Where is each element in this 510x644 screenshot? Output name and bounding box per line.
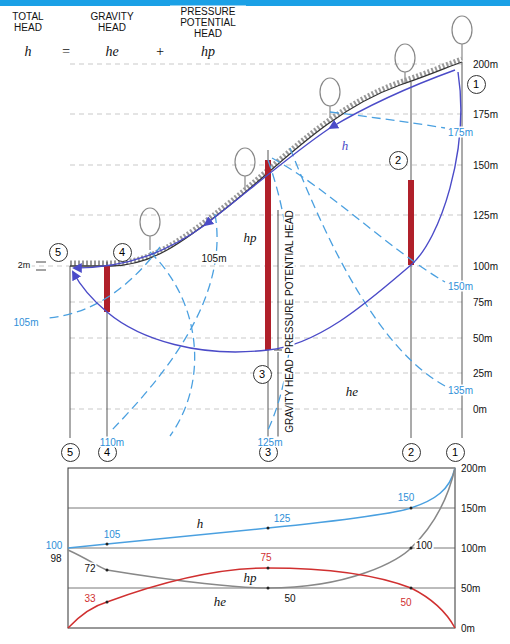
value-label: 100 bbox=[45, 540, 64, 551]
elevation-label: 0m bbox=[472, 404, 488, 415]
value-label: 125 bbox=[273, 513, 292, 524]
elevation-label: 75m bbox=[472, 297, 493, 308]
equipotential-label: 175m bbox=[447, 127, 474, 138]
heading: PRESSURE POTENTIAL HEAD bbox=[170, 6, 246, 39]
callout-circle: 2 bbox=[389, 151, 408, 170]
equipotential-label: 150m bbox=[447, 281, 474, 292]
equipotential-lines bbox=[48, 112, 445, 436]
dimension: 2m bbox=[17, 261, 32, 271]
symbol: he bbox=[104, 44, 119, 59]
callout-number: 4 bbox=[104, 447, 110, 458]
value-label: 75 bbox=[259, 552, 272, 563]
heading: GRAVITY HEAD bbox=[81, 11, 143, 33]
heading: TOTAL HEAD bbox=[5, 11, 51, 33]
callout-circle: 4 bbox=[113, 243, 132, 262]
axis-label: 50m bbox=[460, 583, 481, 594]
callout-number: 2 bbox=[395, 155, 401, 166]
elevation-grid bbox=[30, 64, 462, 409]
symbol: hp bbox=[243, 231, 258, 245]
callout-number: 1 bbox=[452, 447, 458, 458]
elevation-label: 25m bbox=[472, 368, 493, 379]
symbol: he bbox=[213, 595, 227, 609]
callout-number: 5 bbox=[67, 447, 73, 458]
callout-circle: 2 bbox=[402, 443, 421, 462]
equipotential-label: 110m bbox=[99, 437, 125, 448]
callout-number: 2 bbox=[408, 447, 414, 458]
callout-circle: 5 bbox=[49, 243, 68, 262]
header-bar bbox=[0, 0, 510, 6]
flow-lines bbox=[73, 70, 461, 352]
callout-circle: 3 bbox=[253, 365, 272, 384]
callout-number: 5 bbox=[55, 247, 61, 258]
symbol: hp bbox=[243, 571, 258, 585]
symbol: + bbox=[154, 44, 165, 59]
value-label: 150 bbox=[397, 492, 416, 503]
elevation-label: 125m bbox=[472, 210, 499, 221]
equipotential-label: 105m bbox=[200, 253, 227, 264]
value-label: 72 bbox=[83, 563, 96, 574]
symbol: h bbox=[341, 139, 350, 153]
callout-circle: 5 bbox=[61, 443, 80, 462]
equipotential-label: 135m bbox=[447, 385, 474, 396]
callout-number: 4 bbox=[119, 247, 125, 258]
elevation-label: 150m bbox=[472, 160, 499, 171]
well-lines bbox=[70, 62, 462, 438]
callout-number: 3 bbox=[265, 447, 271, 458]
symbol: he bbox=[345, 385, 359, 399]
bracket-label: PRESSURE POTENTIAL HEAD bbox=[284, 209, 295, 355]
value-label: 50 bbox=[283, 593, 296, 604]
callout-number: 1 bbox=[473, 79, 479, 90]
axis-label: 0m bbox=[460, 623, 476, 634]
elevation-label: 200m bbox=[472, 59, 499, 70]
symbol: hp bbox=[200, 44, 216, 59]
equipotential-label: 105m bbox=[12, 317, 39, 328]
value-label: 105 bbox=[103, 529, 122, 540]
head-brackets bbox=[36, 210, 282, 438]
symbol: h bbox=[196, 517, 205, 531]
elevation-label: 100m bbox=[472, 261, 499, 272]
value-label: 100 bbox=[415, 540, 434, 551]
callout-circle: 1 bbox=[467, 75, 486, 94]
symbol: = bbox=[60, 44, 71, 59]
head-profile-graph bbox=[68, 468, 455, 628]
trees bbox=[140, 16, 472, 250]
callout-circle: 1 bbox=[446, 443, 465, 462]
value-label: 50 bbox=[399, 597, 412, 608]
axis-label: 150m bbox=[460, 503, 487, 514]
elevation-label: 175m bbox=[472, 109, 499, 120]
bracket-label: GRAVITY HEAD bbox=[284, 358, 295, 434]
axis-label: 100m bbox=[460, 543, 487, 554]
elevation-label: 50m bbox=[472, 333, 493, 344]
equipotential-label: 125m bbox=[256, 437, 283, 448]
symbol: h bbox=[24, 44, 33, 59]
value-label: 98 bbox=[49, 553, 62, 564]
value-label: 33 bbox=[83, 593, 96, 604]
callout-number: 3 bbox=[259, 369, 265, 380]
axis-label: 200m bbox=[460, 463, 487, 474]
